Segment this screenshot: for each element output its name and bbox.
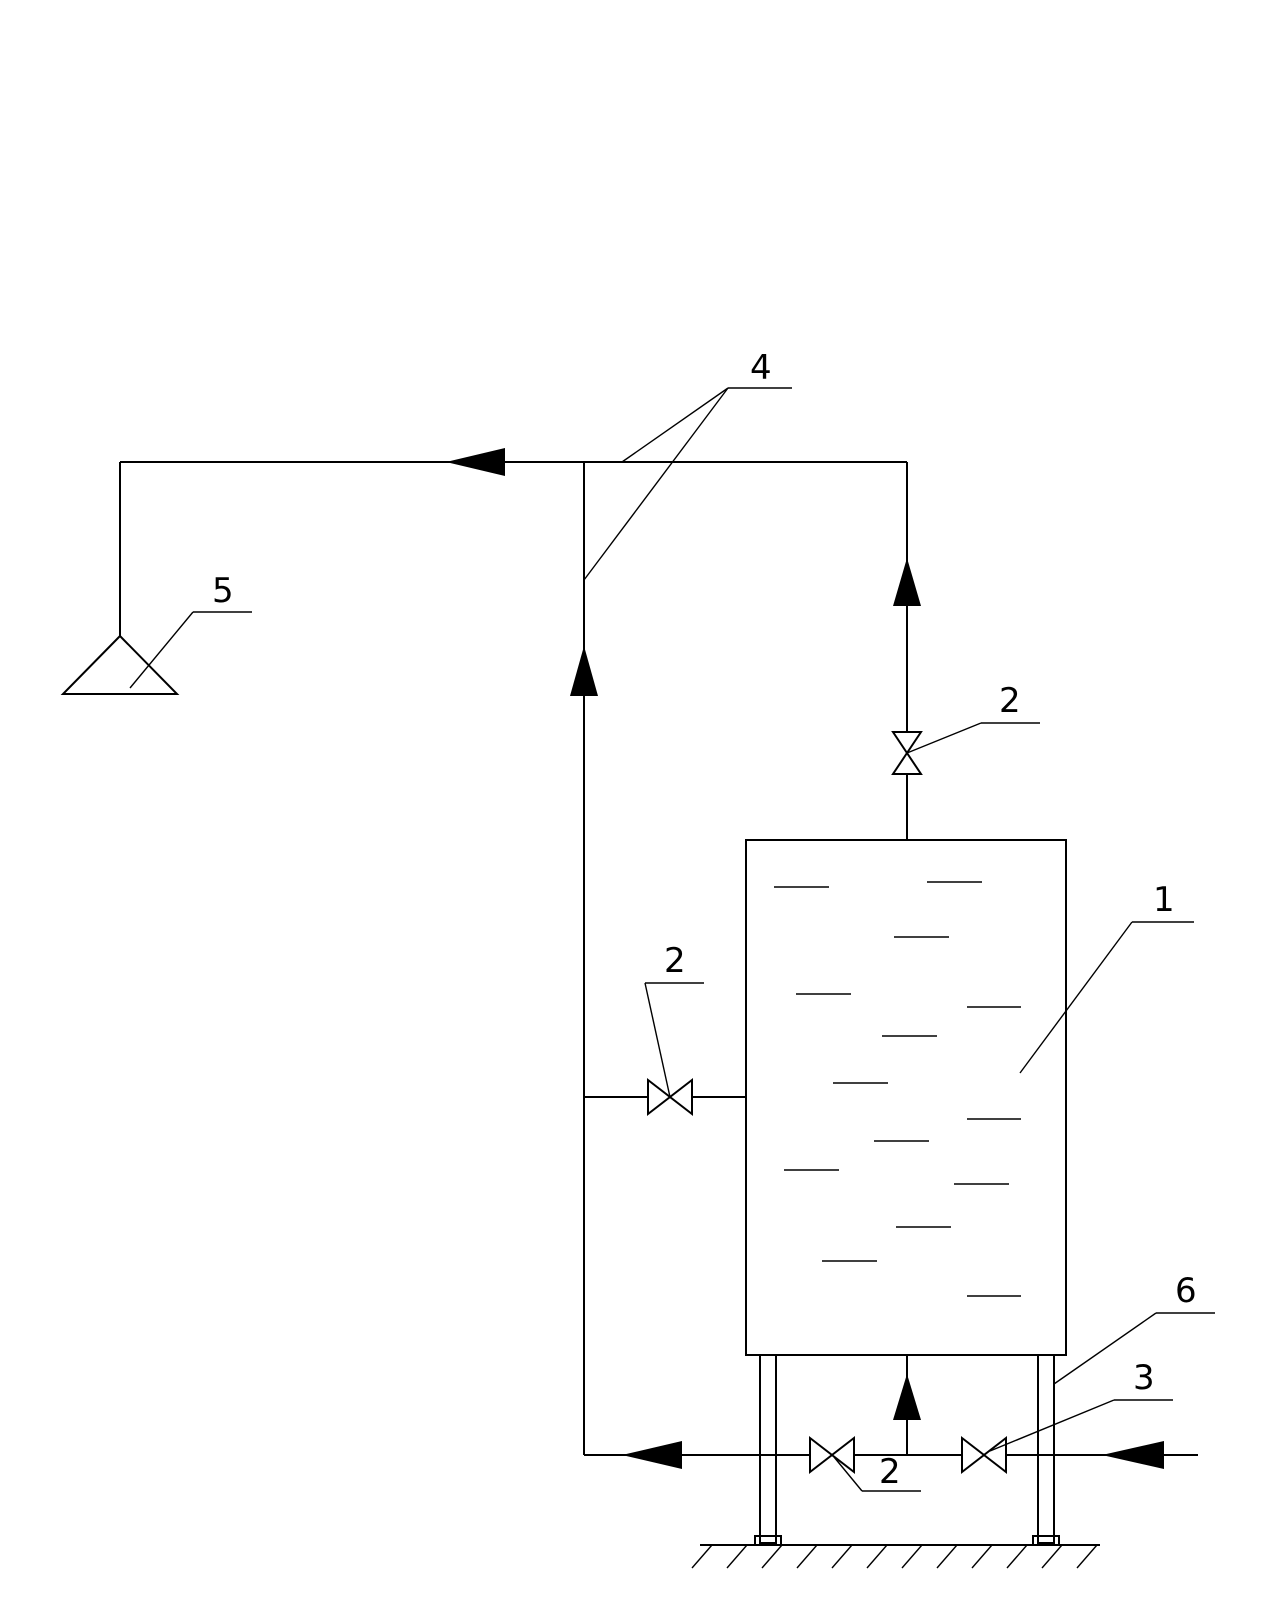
label-valve-upper: 2 xyxy=(999,681,1021,721)
valve-inlet-icon xyxy=(961,1435,1007,1475)
arrow-up-riser xyxy=(893,558,921,606)
tank xyxy=(745,839,1067,1356)
tank-body xyxy=(745,839,1067,1356)
item-labels: 4 5 2 2 1 6 3 2 xyxy=(212,348,1197,1492)
label-tank: 1 xyxy=(1153,880,1175,920)
leader-lines xyxy=(129,387,1215,1492)
arrow-left-top xyxy=(446,448,505,476)
arrow-up-bottom-feed xyxy=(893,1374,921,1420)
valve-side-icon xyxy=(647,1077,693,1117)
label-valve-inlet: 3 xyxy=(1133,1358,1155,1398)
label-support: 6 xyxy=(1175,1271,1197,1311)
arrow-up-bypass xyxy=(570,646,598,696)
pipe-network xyxy=(119,461,1198,1456)
label-pipe: 4 xyxy=(750,348,772,388)
flow-arrows xyxy=(446,448,1164,1469)
label-valve-side: 2 xyxy=(664,941,686,981)
arrow-left-bottom xyxy=(622,1441,682,1469)
arrow-left-inlet xyxy=(1102,1441,1164,1469)
valve-upper-icon xyxy=(891,731,923,775)
label-nozzle: 5 xyxy=(212,571,234,611)
label-valve-bottom: 2 xyxy=(879,1452,901,1492)
liquid-level-marks xyxy=(774,881,1021,1297)
triangle-nozzle-icon xyxy=(60,634,180,695)
valve-bottom-icon xyxy=(809,1435,855,1475)
hatched-ground-icon xyxy=(691,1544,1100,1569)
support-leg-right xyxy=(1037,1354,1055,1544)
support-leg-left xyxy=(759,1354,777,1544)
